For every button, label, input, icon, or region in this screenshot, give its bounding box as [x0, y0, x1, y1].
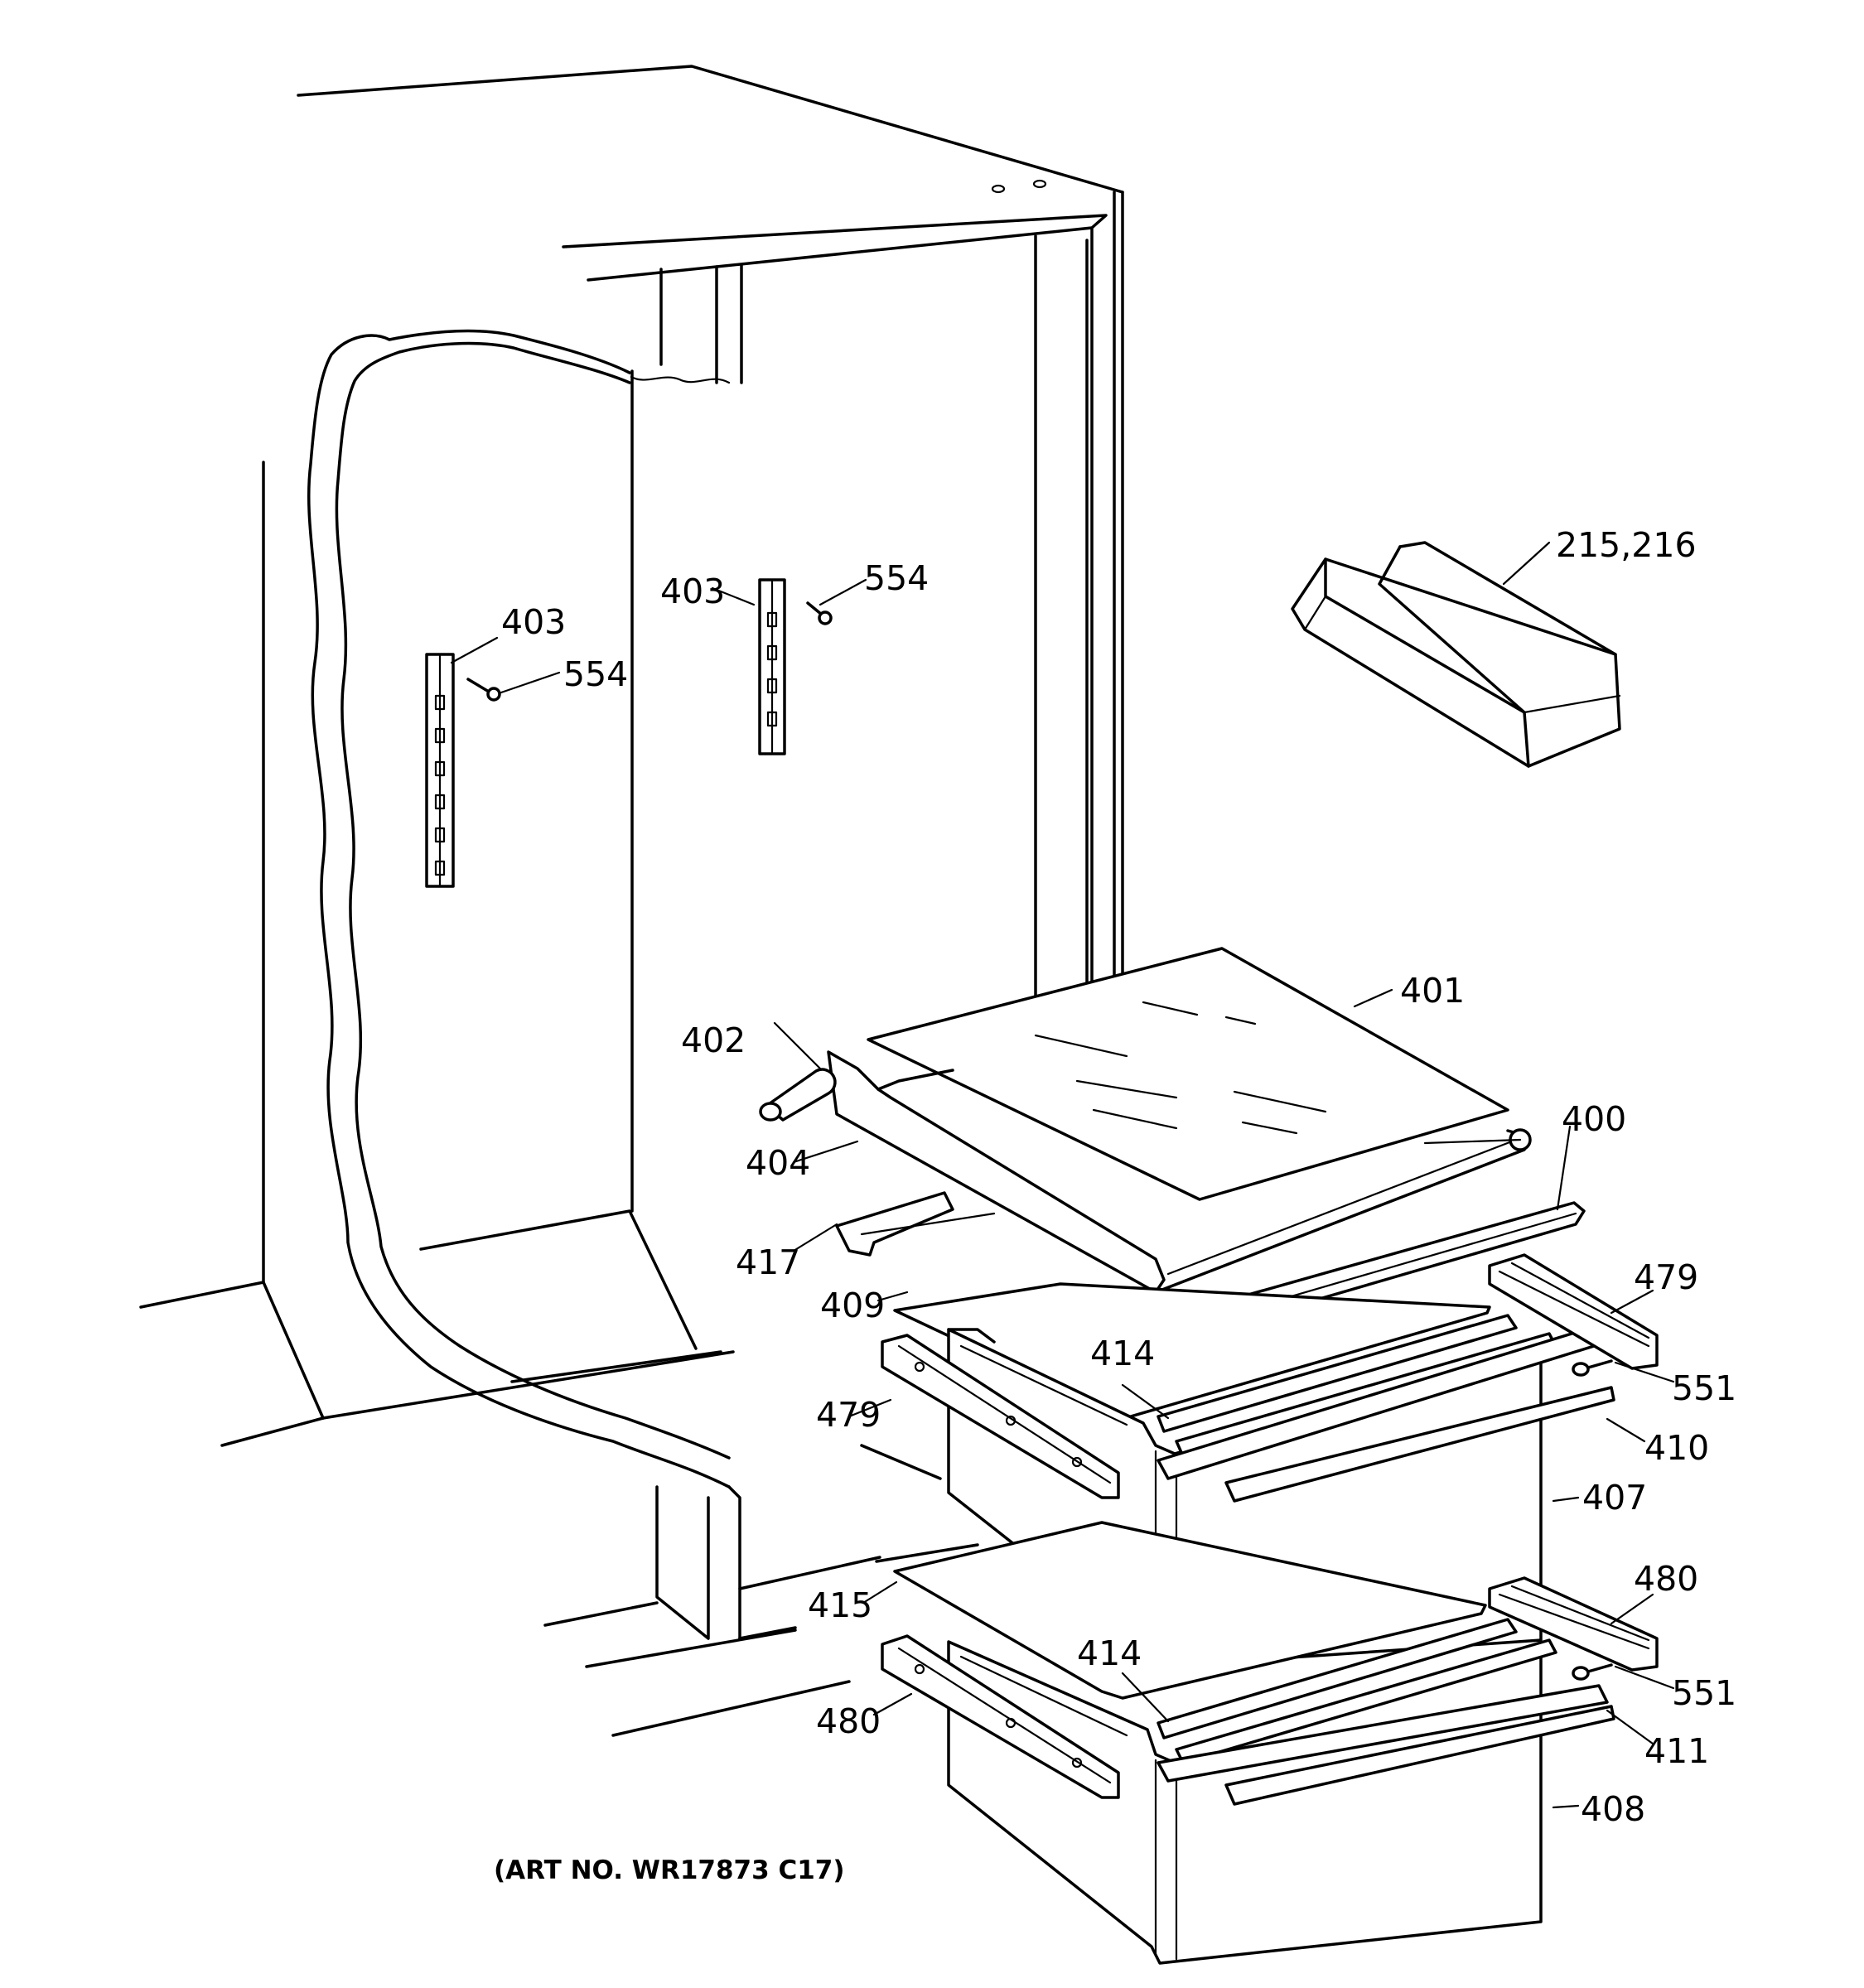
screw-left — [466, 678, 501, 702]
art-number: (ART NO. WR17873 C17) — [494, 1855, 845, 1885]
shelf-frame — [827, 1050, 1532, 1294]
callout-404: 400 — [1562, 1099, 1626, 1139]
screw-right — [806, 601, 833, 625]
callout-410: 410 — [1644, 1428, 1709, 1468]
shelf-pivot — [759, 1068, 837, 1122]
callout-479-right: 479 — [1634, 1257, 1698, 1297]
callout-407: 407 — [1582, 1478, 1647, 1518]
leader-lines — [450, 541, 1675, 1809]
crisper-cover-glass-lower — [893, 1521, 1487, 1700]
callout-551-upper: 551 — [1672, 1368, 1736, 1408]
callout-411: 411 — [1644, 1731, 1709, 1771]
callout-409: 409 — [820, 1286, 885, 1325]
callout-400: 404 — [746, 1143, 810, 1183]
callout-414-lower: 414 — [1077, 1633, 1142, 1673]
drawer-slide-right-lower — [1488, 1576, 1659, 1672]
drawer-slide-left-lower — [881, 1634, 1120, 1799]
shelf-bracket — [835, 1191, 996, 1257]
callout-551-lower: 551 — [1672, 1673, 1736, 1713]
callout-labels: 215,216 554 403 403 554 401 402 400 404 … — [501, 525, 1736, 1829]
cabinet-outline — [139, 65, 1124, 1737]
callout-403-left: 403 — [501, 602, 566, 642]
callout-408: 408 — [1581, 1789, 1645, 1829]
screw-551-lower — [1572, 1663, 1613, 1681]
callout-480-right: 480 — [1634, 1559, 1698, 1599]
callout-415: 415 — [808, 1585, 872, 1625]
callout-480-left: 480 — [816, 1701, 881, 1741]
shelf-support-left — [425, 653, 455, 888]
callout-414-upper: 414 — [1090, 1334, 1155, 1373]
glass-shelf — [867, 947, 1509, 1201]
callout-402: 402 — [681, 1021, 746, 1060]
callout-215-216: 215,216 — [1556, 525, 1697, 565]
callout-554-upper: 554 — [864, 558, 929, 598]
drawer-handle-lower — [1157, 1684, 1615, 1806]
screw-551-upper — [1572, 1359, 1613, 1377]
callout-554-lower: 554 — [563, 654, 628, 694]
door-bin — [1291, 541, 1621, 768]
callout-417: 417 — [736, 1242, 800, 1282]
drawer-slide-right-upper — [1488, 1253, 1659, 1370]
callout-403-right: 403 — [660, 572, 725, 611]
callout-479-left: 479 — [816, 1395, 881, 1435]
cutaway-insulation-break — [307, 329, 731, 1489]
shelf-support-right — [758, 578, 786, 755]
drawer-slide-left-upper — [881, 1334, 1120, 1499]
callout-401: 401 — [1400, 971, 1465, 1011]
